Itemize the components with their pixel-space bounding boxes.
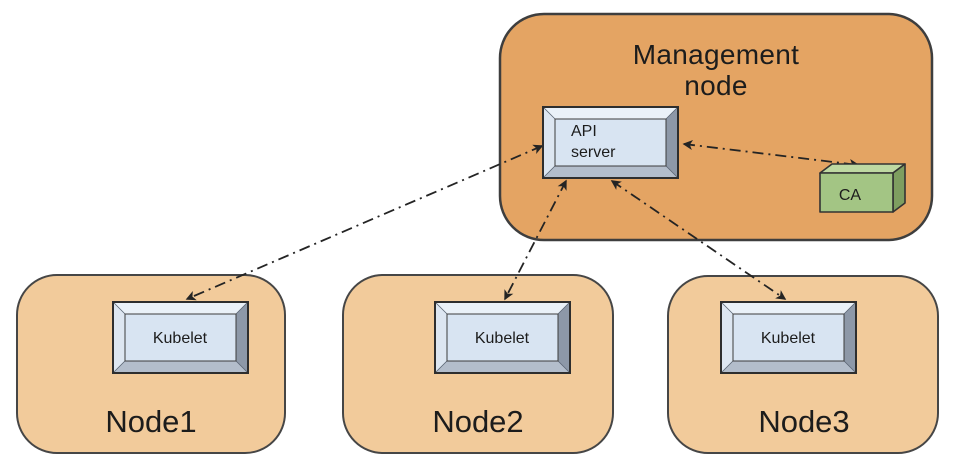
ca-top-face	[819, 163, 906, 174]
kubelet2-face	[446, 313, 559, 362]
kubelet3-outline	[720, 301, 857, 374]
api-server-box: API server	[542, 106, 679, 179]
kubelet1-label: Kubelet	[153, 330, 208, 347]
connections	[185, 140, 860, 301]
management-node-title-line1: Management	[633, 39, 799, 70]
kubelet2-bevel-top	[434, 301, 571, 315]
kubelet2-label: Kubelet	[475, 330, 530, 347]
connection-apiserver-ca	[682, 140, 860, 169]
kubelet3-face	[732, 313, 845, 362]
ca-side-face	[892, 163, 906, 213]
kubelet2-outline	[434, 301, 571, 374]
api-server-bevel-top	[542, 106, 679, 120]
kubelet-box-node3: Kubelet	[720, 301, 857, 374]
kubelet1-bevel-top	[112, 301, 249, 315]
worker-node-1-label: Node1	[105, 404, 196, 439]
api-server-bevel-bottom	[542, 165, 679, 179]
kubelet3-label: Kubelet	[761, 330, 816, 347]
kubelet1-outline	[112, 301, 249, 374]
connection-apiserver-kubelet1	[185, 144, 544, 301]
api-server-label-line1: API	[571, 123, 597, 140]
kubelet-box-node2: Kubelet	[434, 301, 571, 374]
ca-label: CA	[839, 187, 862, 204]
kubelet1-face	[124, 313, 237, 362]
api-server-outline	[542, 106, 679, 179]
kubelet3-bevel-bottom	[720, 360, 857, 374]
ca-box: CA	[819, 163, 906, 213]
ca-front-face	[819, 172, 894, 213]
management-node-title-line2: node	[684, 70, 748, 101]
kubelet2-bevel-bottom	[434, 360, 571, 374]
kubelet3-bevel-top	[720, 301, 857, 315]
worker-node-2-label: Node2	[432, 404, 523, 439]
kubelet1-bevel-bottom	[112, 360, 249, 374]
kubelet-box-node1: Kubelet	[112, 301, 249, 374]
worker-node-3-label: Node3	[758, 404, 849, 439]
api-server-face	[554, 118, 667, 167]
api-server-label-line2: server	[571, 144, 616, 161]
